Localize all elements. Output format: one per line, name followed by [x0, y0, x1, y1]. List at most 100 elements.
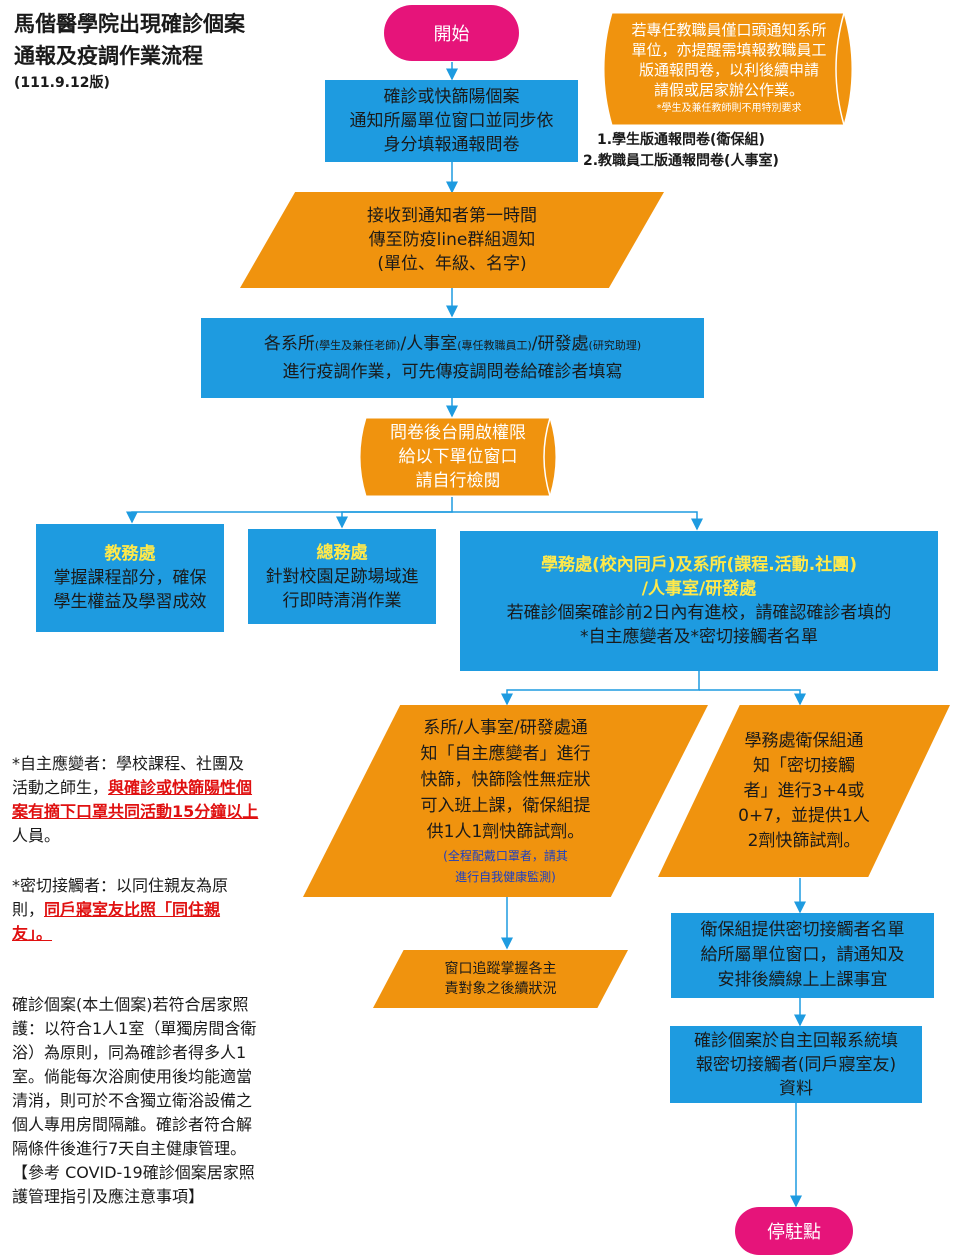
self-response-line-5: 供1人1劑快篩試劑。 [426, 822, 585, 842]
form-item-1: 1.學生版通報問卷(衛保組) [597, 132, 765, 148]
report-line-1: 確診或快篩陽個案 [383, 87, 520, 107]
isolation-line-2: 護：以符合1人1室（單獨房間含衛 [12, 1019, 257, 1038]
general-affairs-line-2: 行即時清消作業 [282, 590, 402, 611]
backend-line-2: 給以下單位窗口 [398, 447, 518, 467]
report-line-3: 身分填報通報問卷 [383, 135, 520, 155]
staff-note-line-2: 單位，亦提醒需填報教職員工 [631, 41, 827, 59]
contact-list-line-1: 衛保組提供密切接觸者名單 [700, 920, 905, 940]
close-contact-line-3: 者」進行3+4或 [743, 780, 865, 801]
line-group-line-2: 傳至防疫line群組週知 [368, 230, 536, 250]
page-title: 馬偕醫學院出現確診個案 通報及疫調作業流程 [14, 8, 245, 72]
self-response-definition: *自主應變者：學校課程、社團及 活動之師生，與確診或快篩陽性個 案有摘下口罩共同… [12, 752, 322, 848]
isolation-line-4: 室。倘能每次浴廁使用後均能適當 [12, 1067, 253, 1086]
line-group-node: 接收到通知者第一時間 傳至防疫line群組週知 (單位、年級、名字) [240, 192, 664, 288]
line-group-line-1: 接收到通知者第一時間 [367, 206, 537, 226]
close-contact-definition: *密切接觸者：以同住親友為原 則，同戶寢室友比照「同住親 友」。 [12, 874, 322, 946]
close-contact-line-4: 0+7，並提供1人 [738, 805, 870, 826]
staff-note-line-3: 版通報問卷，以利後續申請 [638, 61, 819, 79]
investigation-unit-3-note: (研究助理) [588, 339, 642, 352]
investigation-unit-2: /人事室 [400, 334, 458, 354]
staff-note-line-4: 請假或居家辦公作業。 [653, 81, 804, 99]
self-response-line-2: 知「自主應變者」進行 [420, 744, 591, 764]
close-contact-node: 學務處衛保組通 知「密切接觸 者」進行3+4或 0+7，並提供1人 2劑快篩試劑… [658, 705, 950, 877]
backend-line-1: 問卷後台開啟權限 [390, 423, 526, 443]
form-item-2: 2.教職員工版通報問卷(人事室) [583, 153, 779, 169]
isolation-line-1: 確診個案(本土個案)若符合居家照 [12, 995, 249, 1014]
close-contact-line-2: 知「密切接觸 [752, 755, 855, 776]
self-response-line-3: 快篩，快篩陰性無症狀 [420, 770, 591, 790]
isolation-line-6: 個人專用房間隔離。確診者符合解 [12, 1115, 253, 1134]
self-response-def-line-2-plain: 活動之師生， [12, 778, 109, 797]
title-line-2: 通報及疫調作業流程 [14, 44, 203, 68]
start-node: 開始 [384, 5, 519, 61]
tracking-node: 窗口追蹤掌握各主 責對象之後續狀況 [373, 950, 628, 1008]
line-group-shape [240, 192, 664, 288]
self-response-def-line-2-red: 與確診或快篩陽性個 [108, 778, 253, 797]
student-affairs-line-1: 若確診個案確診前2日內有進校，請確認確診者填的 [506, 603, 892, 623]
self-response-line-4: 可入班上課，衛保組提 [420, 796, 591, 816]
contact-list-line-2: 給所屬單位窗口，請通知及 [700, 945, 905, 965]
self-response-def-line-3-red: 案有摘下口罩共同活動15分鐘以上 [12, 802, 259, 821]
self-response-def-line-1: *自主應變者：學校課程、社團及 [12, 754, 245, 773]
staff-note-footnote: *學生及兼任教師則不用特別要求 [656, 103, 802, 114]
backend-shape [359, 417, 557, 497]
end-node: 停駐點 [735, 1207, 853, 1255]
version-label: (111.9.12版) [14, 75, 110, 91]
isolation-line-7: 隔條件後進行7天自主健康管理。 [12, 1139, 247, 1158]
self-response-def-line-4: 人員。 [12, 826, 61, 845]
student-affairs-title-1: 學務處(校內同戶)及系所(課程.活動.社團) [541, 555, 857, 575]
isolation-note: 確診個案(本土個案)若符合居家照 護：以符合1人1室（單獨房間含衛 浴）為原則，… [12, 993, 332, 1209]
forms-list: 1.學生版通報問卷(衛保組) 2.教職員工版通報問卷(人事室) [583, 130, 779, 172]
tracking-line-1: 窗口追蹤掌握各主 [444, 961, 557, 977]
student-affairs-node: 學務處(校內同戶)及系所(課程.活動.社團) /人事室/研發處 若確診個案確診前… [460, 531, 938, 671]
investigation-line-1: 各系所(學生及兼任老師)/人事室(專任教職員工)/研發處(研究助理) [264, 331, 641, 359]
staff-note-line-1: 若專任教職員僅口頭通知系所 [631, 21, 827, 39]
investigation-unit-1-note: (學生及兼任老師) [314, 339, 401, 352]
isolation-line-8: 【參考 COVID-19確診個案居家照 [12, 1163, 255, 1182]
staff-note-shape [603, 12, 853, 126]
report-node: 確診或快篩陽個案 通知所屬單位窗口並同步依 身分填報通報問卷 [325, 80, 578, 162]
student-affairs-line-2: *自主應變者及*密切接觸者名單 [580, 627, 818, 647]
self-response-line-1: 系所/人事室/研發處通 [423, 718, 588, 738]
self-response-node: 系所/人事室/研發處通 知「自主應變者」進行 快篩，快篩陰性無症狀 可入班上課，… [303, 705, 708, 897]
close-contact-def-line-3-red: 友」。 [12, 924, 53, 943]
student-affairs-title-2: /人事室/研發處 [641, 579, 757, 599]
investigation-unit-2-note: (專任教職員工) [457, 339, 532, 352]
contact-list-line-3: 安排後續線上上課事宜 [717, 970, 888, 990]
isolation-line-9: 護管理指引及應注意事項】 [12, 1187, 205, 1206]
academic-affairs-title: 教務處 [104, 544, 156, 564]
arrow-to-self-response [501, 671, 700, 706]
arrow-to-academic [126, 497, 453, 524]
isolation-line-5: 清消，則可於不含獨立衛浴設備之 [12, 1091, 253, 1110]
close-contact-def-line-2-plain: 則， [12, 900, 45, 919]
backend-node: 問卷後台開啟權限 給以下單位窗口 請自行檢閱 [354, 417, 562, 497]
investigation-unit-1: 各系所 [263, 334, 315, 354]
self-report-node: 確診個案於自主回報系統填 報密切接觸者(同戶寢室友) 資料 [670, 1026, 922, 1103]
tracking-line-2: 責對象之後續狀況 [444, 981, 557, 997]
tracking-shape [373, 950, 628, 1008]
self-report-line-3: 資料 [779, 1078, 813, 1099]
self-report-line-1: 確診個案於自主回報系統填 [694, 1030, 898, 1051]
isolation-line-3: 浴）為原則，同為確診者得多人1 [12, 1043, 247, 1062]
staff-note-node: 若專任教職員僅口頭通知系所 單位，亦提醒需填報教職員工 版通報問卷，以利後續申請… [598, 12, 860, 126]
title-line-1: 馬偕醫學院出現確診個案 [14, 12, 245, 36]
arrow-to-general [336, 511, 452, 529]
backend-line-3: 請自行檢閱 [415, 471, 501, 491]
investigation-node: 各系所(學生及兼任老師)/人事室(專任教職員工)/研發處(研究助理) 進行疫調作… [201, 318, 704, 398]
academic-affairs-line-1: 掌握課程部分，確保 [53, 568, 207, 588]
self-report-line-2: 報密切接觸者(同戶寢室友) [695, 1054, 897, 1075]
general-affairs-node: 總務處 針對校園足跡場域進 行即時清消作業 [248, 529, 436, 624]
investigation-line-2: 進行疫調作業，可先傳疫調問卷給確診者填寫 [282, 362, 623, 382]
report-line-2: 通知所屬單位窗口並同步依 [349, 111, 554, 131]
general-affairs-title: 總務處 [316, 542, 368, 563]
arrow-to-student-affairs [452, 511, 703, 531]
close-contact-line-5: 2劑快篩試劑。 [747, 830, 861, 851]
self-response-note-1: (全程配戴口罩者，請其 [443, 849, 568, 863]
close-contact-def-line-2-red: 同戶寢室友比照「同住親 [44, 900, 221, 919]
line-group-line-3: (單位、年級、名字) [377, 254, 527, 274]
contact-list-node: 衛保組提供密切接觸者名單 給所屬單位窗口，請通知及 安排後續線上上課事宜 [671, 913, 934, 998]
general-affairs-line-1: 針對校園足跡場域進 [265, 566, 419, 587]
investigation-unit-3: /研發處 [531, 334, 589, 354]
arrow-to-close-contact [699, 689, 806, 706]
